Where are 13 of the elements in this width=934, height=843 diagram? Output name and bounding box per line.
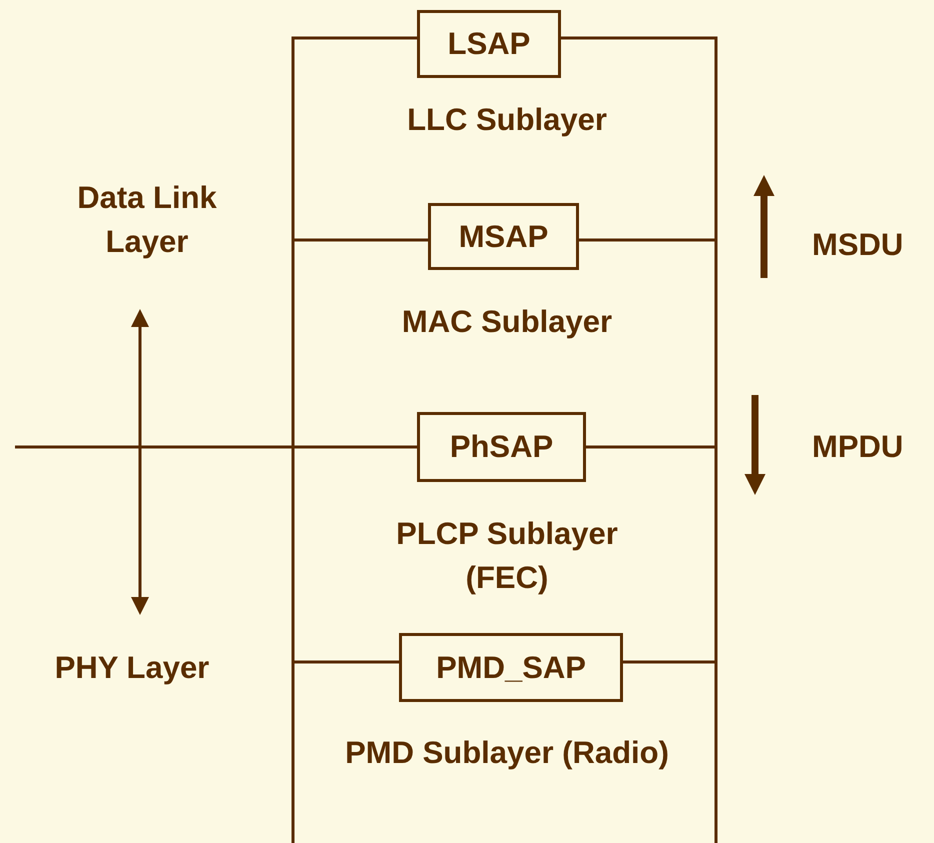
sap-box: MSAP <box>428 203 579 270</box>
sap-box: PhSAP <box>417 412 586 482</box>
sublayer-label: PLCP Sublayer (FEC) <box>360 512 654 602</box>
layer-label: PHY Layer <box>40 614 224 734</box>
layer-label: Data Link Layer <box>40 176 254 310</box>
sublayer-label: LLC Sublayer <box>393 98 621 188</box>
data-unit-label: MSDU <box>812 226 904 264</box>
double-arrow <box>131 309 149 615</box>
sublayer-label: MAC Sublayer <box>393 300 621 390</box>
sap-box: PMD_SAP <box>399 633 623 702</box>
sublayer-label: PMD Sublayer (Radio) <box>345 731 669 821</box>
sap-box: LSAP <box>417 10 561 78</box>
data-unit-label: MPDU <box>812 428 904 466</box>
